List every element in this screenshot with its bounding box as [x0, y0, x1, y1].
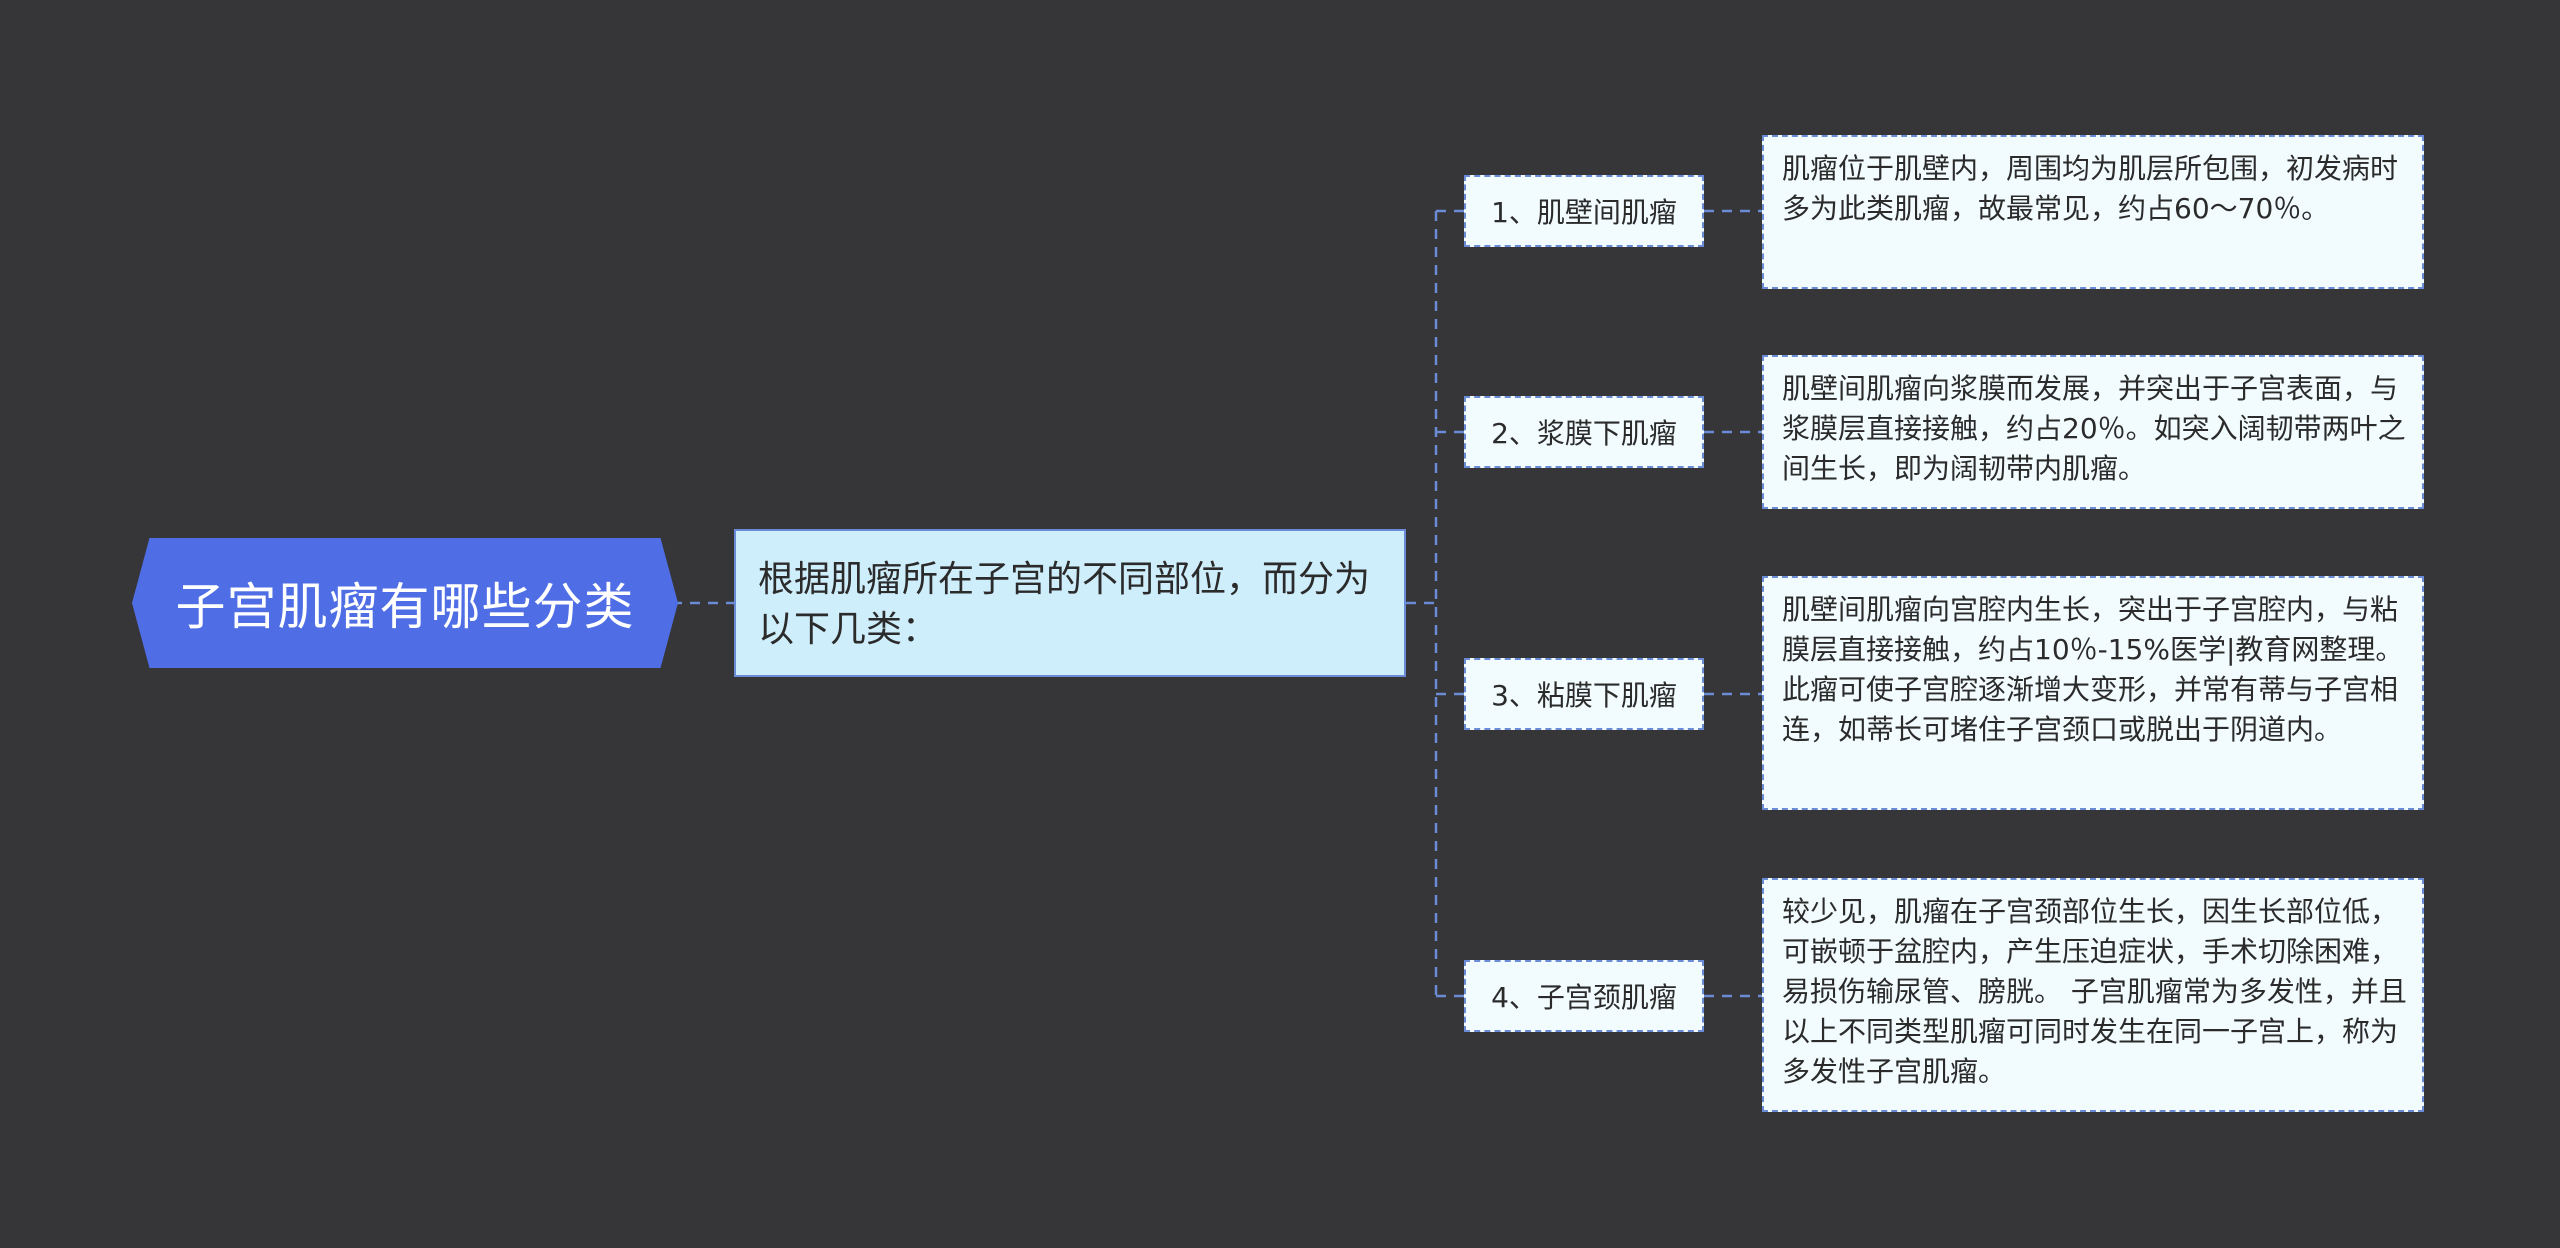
detail-cervical[interactable]: 较少见，肌瘤在子宫颈部位生长，因生长部位低，可嵌顿于盆腔内，产生压迫症状，手术切…: [1762, 878, 2424, 1112]
category-label: 4、子宫颈肌瘤: [1491, 981, 1677, 1014]
subtopic-classification[interactable]: 根据肌瘤所在子宫的不同部位，而分为以下几类：: [734, 529, 1406, 677]
detail-text: 较少见，肌瘤在子宫颈部位生长，因生长部位低，可嵌顿于盆腔内，产生压迫症状，手术切…: [1782, 895, 2407, 1088]
category-label: 1、肌壁间肌瘤: [1491, 196, 1677, 229]
detail-text: 肌瘤位于肌壁内，周围均为肌层所包围，初发病时多为此类肌瘤，故最常见，约占60～7…: [1782, 152, 2399, 225]
root-topic[interactable]: 子宫肌瘤有哪些分类: [132, 538, 678, 668]
detail-subserosal[interactable]: 肌壁间肌瘤向浆膜而发展，并突出于子宫表面，与浆膜层直接接触，约占20％。如突入阔…: [1762, 355, 2424, 509]
subtopic-classification-label: 根据肌瘤所在子宫的不同部位，而分为以下几类：: [758, 559, 1371, 650]
detail-text: 肌壁间肌瘤向宫腔内生长，突出于子宫腔内，与粘膜层直接接触，约占10％-15%医学…: [1782, 593, 2404, 746]
detail-intramural[interactable]: 肌瘤位于肌壁内，周围均为肌层所包围，初发病时多为此类肌瘤，故最常见，约占60～7…: [1762, 135, 2424, 289]
detail-text: 肌壁间肌瘤向浆膜而发展，并突出于子宫表面，与浆膜层直接接触，约占20％。如突入阔…: [1782, 372, 2406, 485]
category-subserosal[interactable]: 2、浆膜下肌瘤: [1464, 396, 1704, 468]
category-cervical[interactable]: 4、子宫颈肌瘤: [1464, 960, 1704, 1032]
detail-submucosal[interactable]: 肌壁间肌瘤向宫腔内生长，突出于子宫腔内，与粘膜层直接接触，约占10％-15%医学…: [1762, 576, 2424, 810]
category-submucosal[interactable]: 3、粘膜下肌瘤: [1464, 658, 1704, 730]
root-topic-label: 子宫肌瘤有哪些分类: [175, 578, 635, 636]
category-intramural[interactable]: 1、肌壁间肌瘤: [1464, 175, 1704, 247]
category-label: 3、粘膜下肌瘤: [1491, 679, 1677, 712]
category-label: 2、浆膜下肌瘤: [1491, 417, 1677, 450]
